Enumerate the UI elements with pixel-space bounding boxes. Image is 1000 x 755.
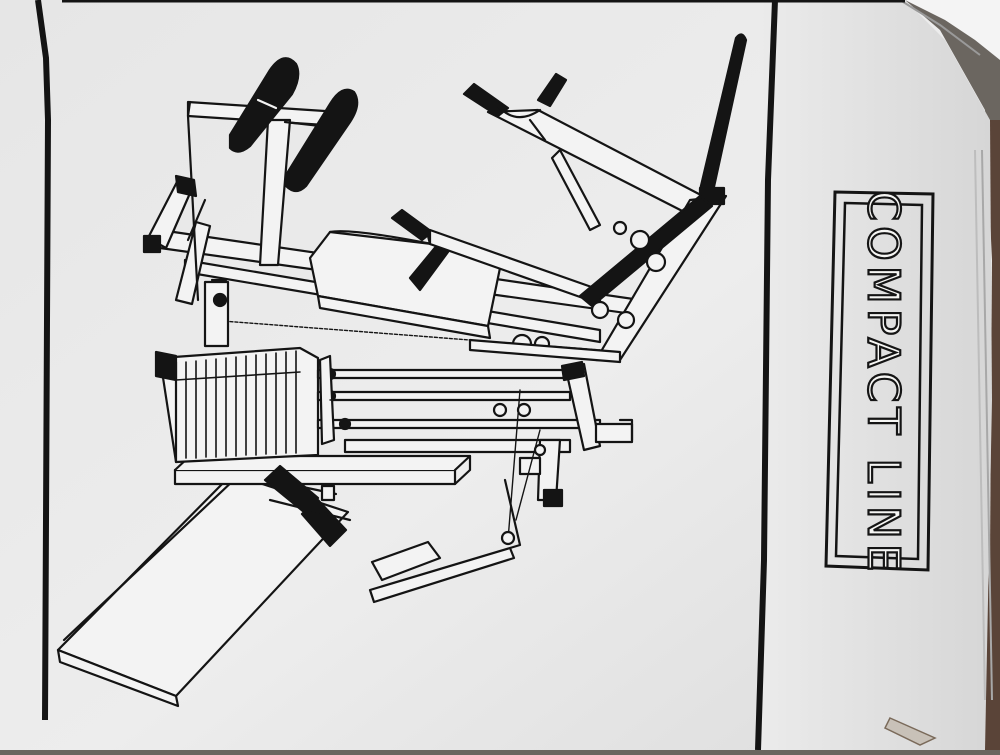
page-border-lines bbox=[35, 0, 905, 751]
title-box bbox=[824, 190, 935, 572]
compact-line-title: COMPACT LINE bbox=[843, 189, 923, 577]
title-text: COMPACT LINE bbox=[856, 189, 909, 577]
gym-machine-illustration bbox=[56, 33, 748, 708]
